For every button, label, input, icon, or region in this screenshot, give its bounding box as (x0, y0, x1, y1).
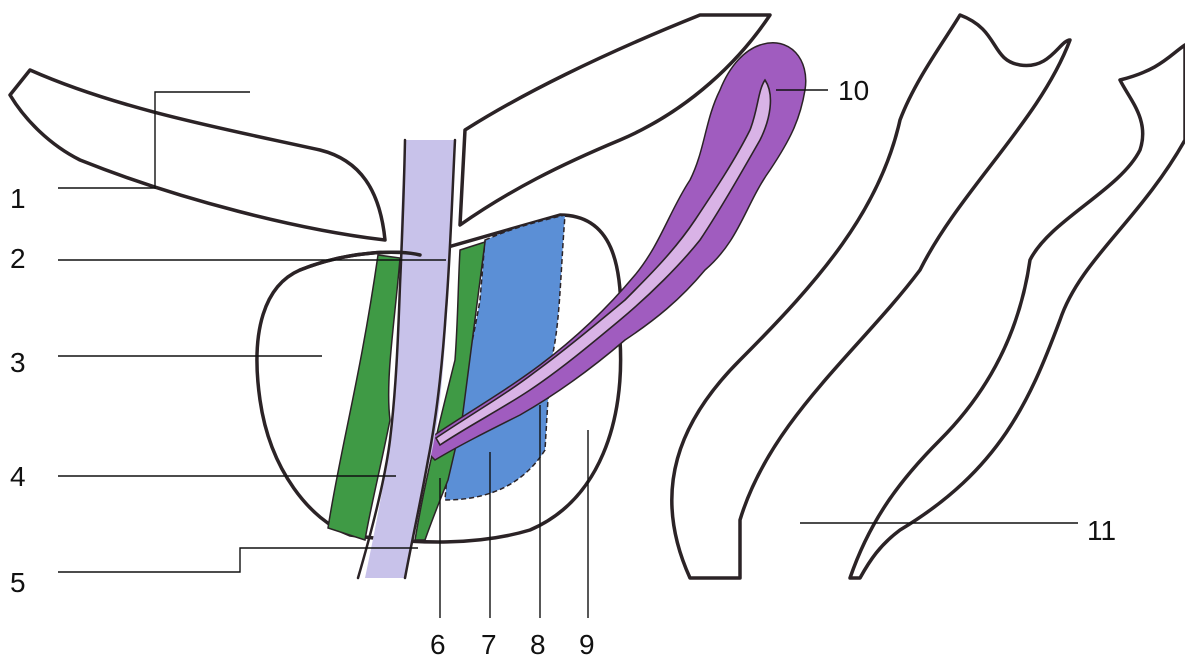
label-11: 11 (1087, 515, 1116, 546)
label-5: 5 (10, 567, 26, 598)
label-4: 4 (10, 461, 26, 492)
label-7: 7 (481, 629, 497, 660)
leader-1 (58, 92, 250, 188)
label-8: 8 (530, 629, 546, 660)
label-6: 6 (430, 629, 446, 660)
label-1: 1 (10, 183, 26, 214)
label-10: 10 (838, 75, 869, 106)
label-3: 3 (10, 347, 26, 378)
label-9: 9 (579, 629, 595, 660)
pubic-bone-left (10, 70, 385, 240)
label-2: 2 (10, 243, 26, 274)
